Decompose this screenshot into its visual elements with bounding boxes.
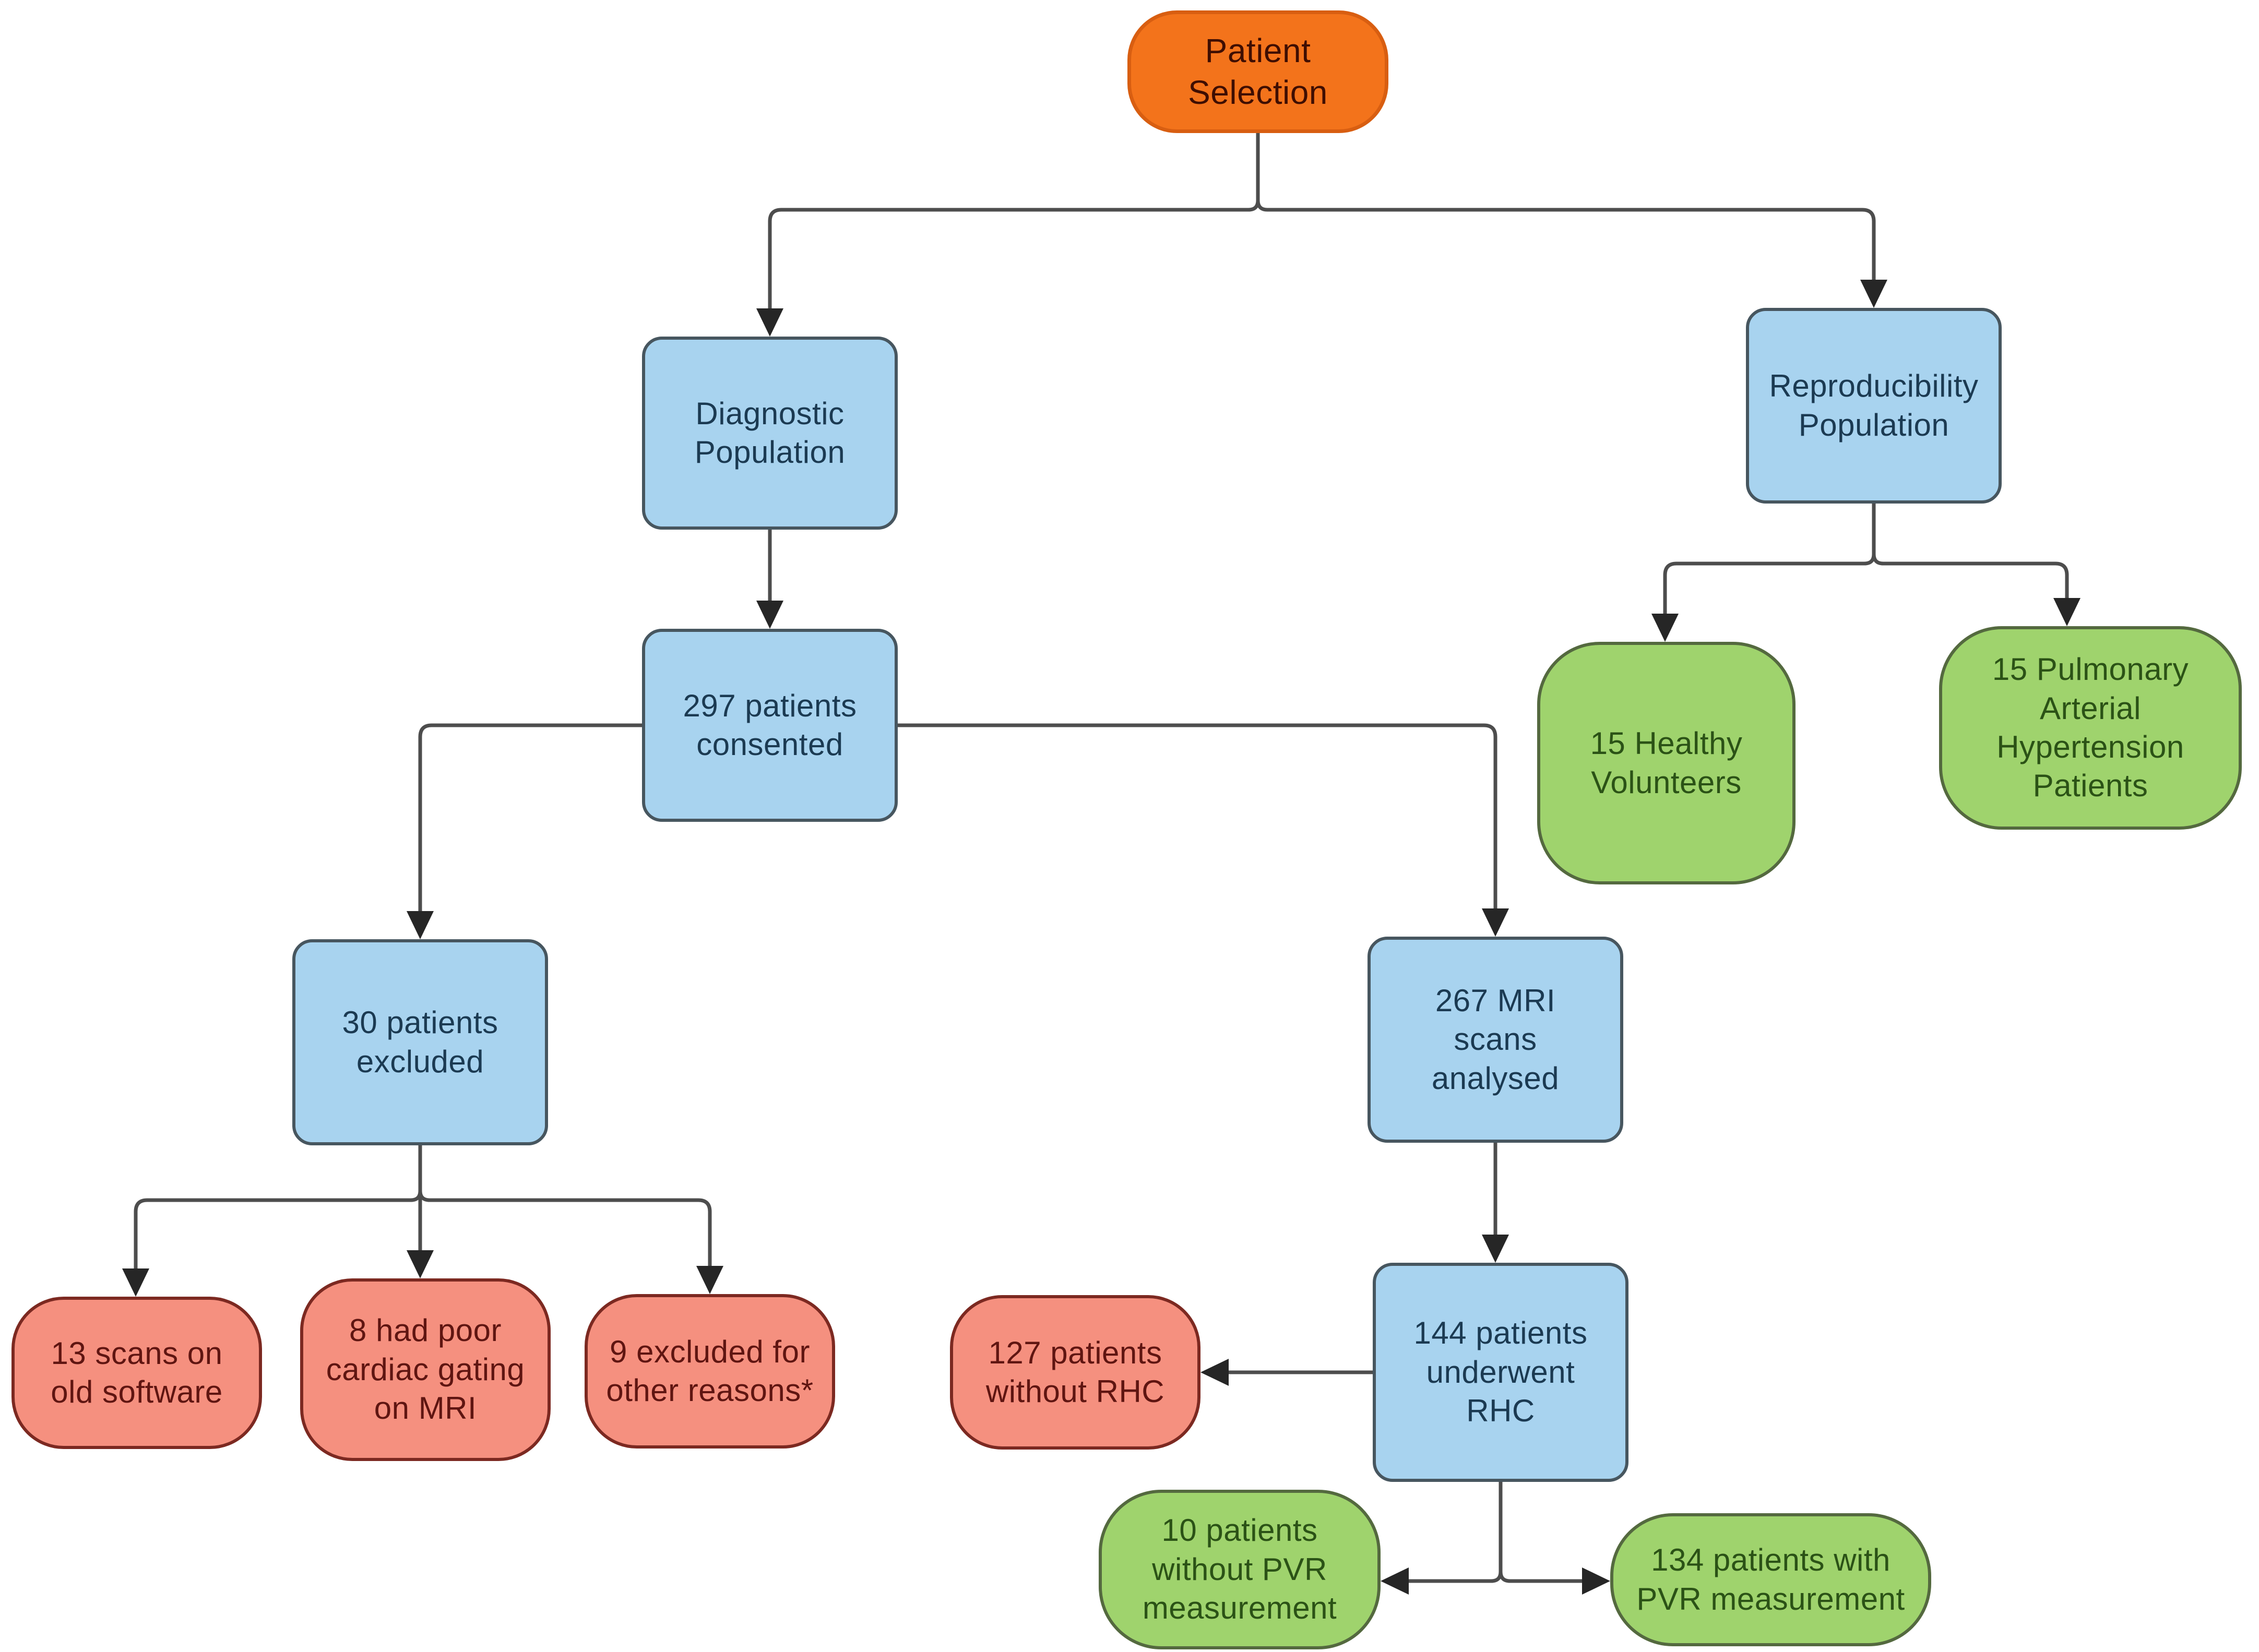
connector-reproducibility-to-healthy (1663, 504, 1876, 614)
node-diagnostic-population: Diagnostic Population (642, 337, 898, 530)
arrowhead-oldsoftware (122, 1268, 149, 1297)
arrowhead-rhc127 (1200, 1359, 1229, 1386)
arrowhead-pah (2053, 598, 2080, 626)
connector-selection-to-reproducibility (1256, 133, 1876, 280)
arrowhead-reasons (696, 1266, 723, 1294)
arrowhead-excluded (407, 911, 434, 939)
node-8-poor-gating: 8 had poor cardiac gating on MRI (300, 1278, 551, 1461)
node-134-with-pvr: 134 patients with PVR measurement (1610, 1513, 1931, 1646)
node-15-pah-patients: 15 Pulmonary Arterial Hypertension Patie… (1939, 626, 2242, 830)
connector-consented-to-excluded (418, 723, 642, 911)
connector-rhc144-to-pvr134 (1499, 1482, 1582, 1583)
arrowhead-reproducibility (1860, 280, 1887, 308)
arrowhead-pvr134 (1582, 1567, 1610, 1595)
arrowhead-mri (1482, 908, 1509, 937)
connector-rhc144-to-pvr10 (1409, 1482, 1503, 1583)
arrowhead-diagnostic (756, 308, 783, 337)
arrowhead-pvr10 (1381, 1567, 1409, 1595)
node-patient-selection: Patient Selection (1127, 10, 1388, 133)
arrowhead-gating (407, 1250, 434, 1278)
node-15-healthy-volunteers: 15 Healthy Volunteers (1537, 642, 1796, 884)
connector-consented-to-mri (898, 723, 1497, 908)
arrowhead-consented (756, 601, 783, 629)
node-297-consented: 297 patients consented (642, 629, 898, 822)
connector-selection-to-diagnostic (768, 133, 1260, 308)
connector-excluded-to-oldsoftware (134, 1145, 422, 1268)
node-10-without-pvr: 10 patients without PVR measurement (1099, 1490, 1381, 1649)
node-267-mri-scans: 267 MRI scans analysed (1368, 937, 1623, 1143)
node-13-old-software: 13 scans on old software (11, 1297, 262, 1449)
node-9-other-reasons: 9 excluded for other reasons* (585, 1294, 835, 1449)
connector-excluded-to-reasons (418, 1145, 712, 1266)
node-reproducibility-population: Reproducibility Population (1746, 308, 2002, 504)
node-144-underwent-rhc: 144 patients underwent RHC (1373, 1263, 1628, 1482)
connector-reproducibility-to-pah (1872, 504, 2069, 598)
node-30-excluded: 30 patients excluded (292, 939, 548, 1145)
arrowhead-rhc144 (1482, 1235, 1509, 1263)
arrowhead-healthy (1651, 614, 1679, 642)
node-127-without-rhc: 127 patients without RHC (950, 1295, 1200, 1450)
